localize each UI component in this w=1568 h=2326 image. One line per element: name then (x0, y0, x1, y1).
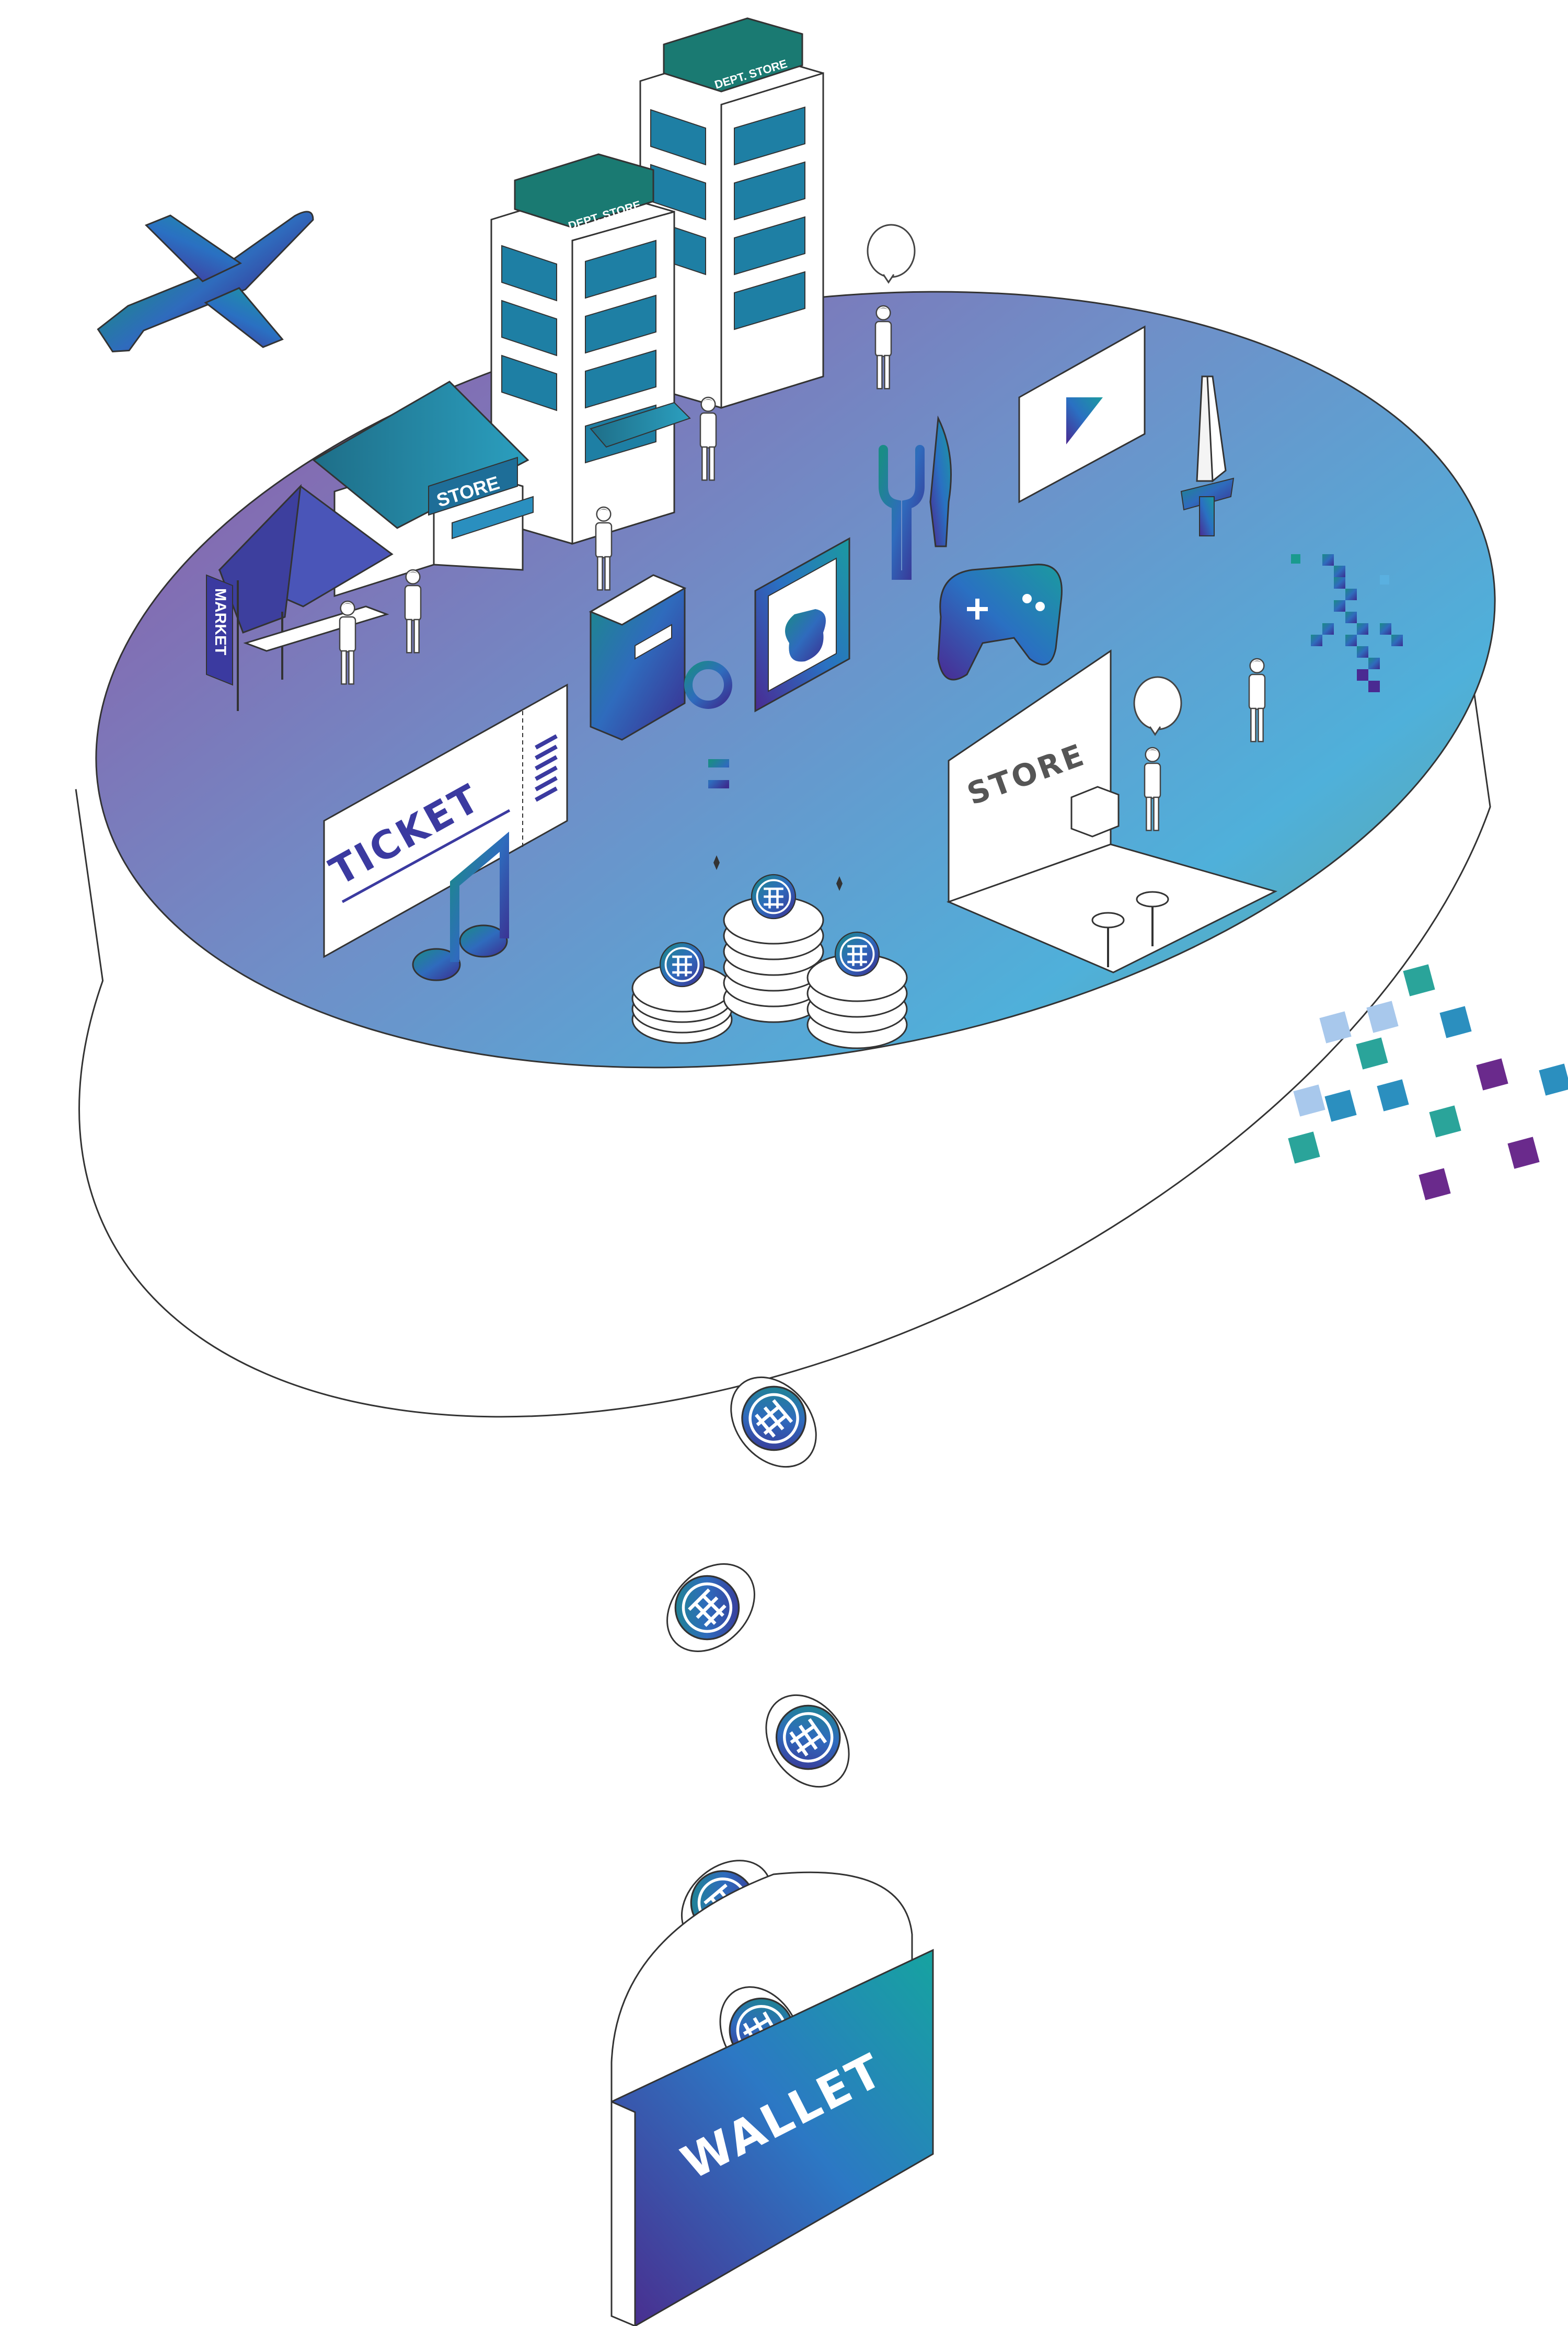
dept-store-tower-front: DEPT. STORE (490, 153, 691, 545)
vase-frame-icon (754, 537, 850, 713)
sparkle-icon (713, 855, 843, 891)
key-icon (684, 661, 732, 816)
knife-icon (929, 415, 952, 547)
fork-icon (879, 445, 925, 580)
airplane-icon (97, 211, 314, 352)
small-store: STORE (312, 381, 534, 598)
pixel-sword-icon (1291, 554, 1403, 692)
stool (1091, 912, 1125, 967)
coin-stack (631, 943, 733, 1044)
coin-stack (806, 932, 908, 1049)
book-icon (589, 574, 687, 741)
store-booth: STORE (946, 649, 1278, 973)
ticket-icon: TICKET (322, 683, 568, 958)
gamepad-icon (937, 564, 1063, 681)
stool (1136, 891, 1169, 946)
falling-coin (650, 1546, 755, 1668)
coin-stack (723, 875, 824, 1023)
speech-bubble-icon (1133, 676, 1182, 736)
pixel-dissolve (1288, 964, 1568, 1200)
sword-icon (1180, 375, 1235, 536)
music-note-icon (412, 831, 509, 981)
play-icon (1066, 397, 1103, 444)
falling-coin (749, 1679, 866, 1788)
video-screen (1018, 325, 1146, 503)
market-sign: MARKET (212, 588, 229, 655)
speech-bubble-icon (867, 224, 916, 284)
wallet-icon: WALLET (610, 1871, 934, 2326)
falling-coin (713, 1360, 833, 1468)
platform (75, 291, 1496, 1418)
